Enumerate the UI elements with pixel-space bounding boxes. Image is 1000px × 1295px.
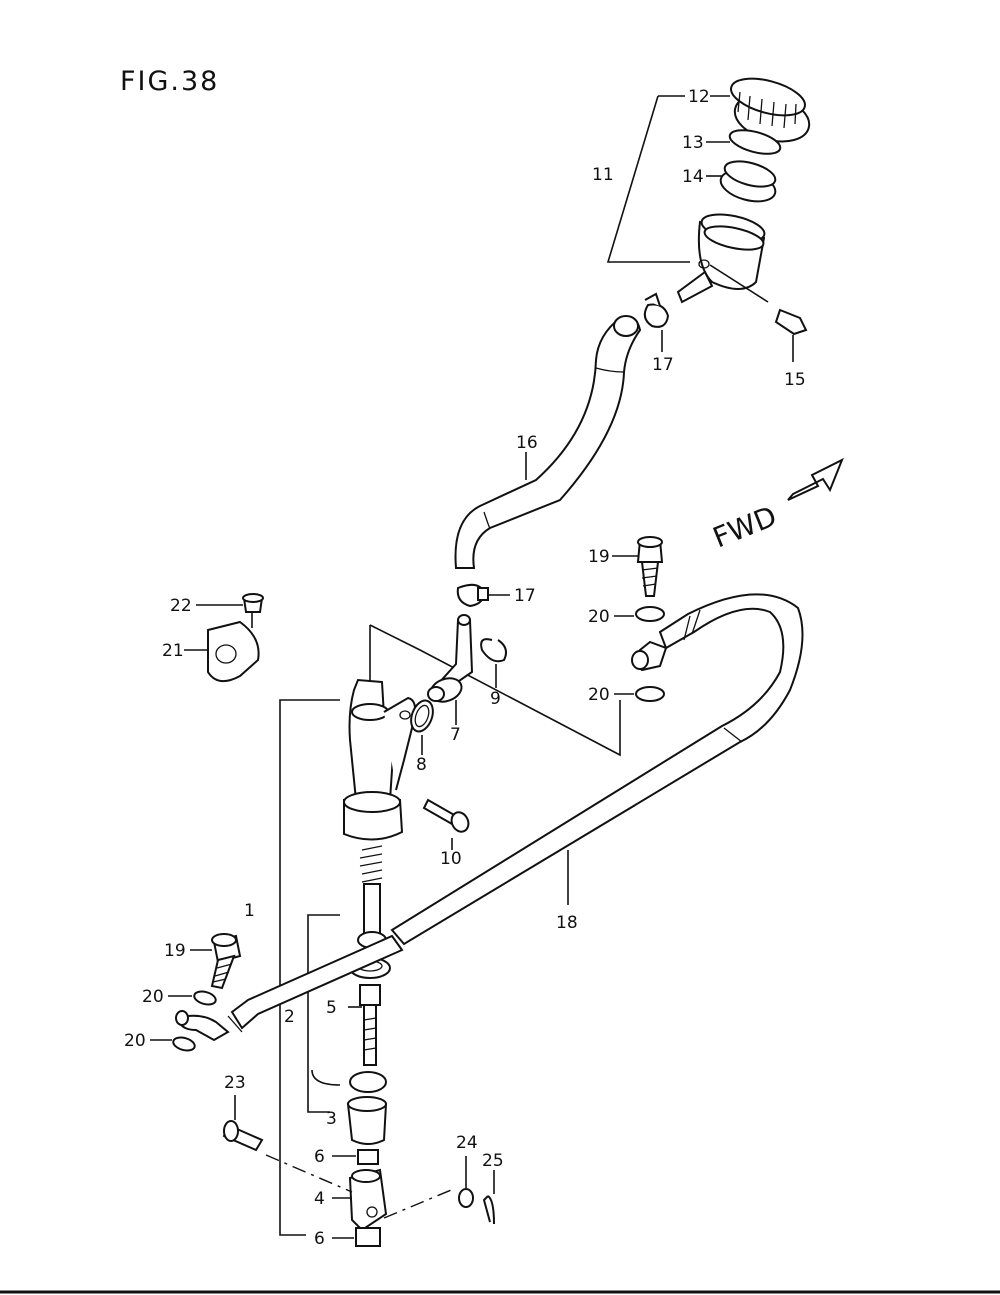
washer-and-cotter-pin bbox=[383, 1156, 495, 1225]
sealing-washer-upper bbox=[614, 606, 665, 702]
lock-nut-lower bbox=[332, 1227, 381, 1247]
hose-guide-bracket bbox=[184, 620, 260, 683]
o-ring bbox=[410, 699, 434, 755]
callout-20-d: 20 bbox=[124, 1031, 146, 1051]
push-rod bbox=[348, 984, 381, 1066]
reservoir-hose bbox=[454, 315, 642, 569]
dust-boot bbox=[346, 1096, 388, 1145]
brake-hose bbox=[390, 593, 804, 946]
piston-spring bbox=[357, 845, 387, 949]
figure-title: FIG.38 bbox=[120, 66, 219, 97]
callout-22: 22 bbox=[170, 596, 192, 616]
lower-circlip bbox=[349, 1071, 387, 1093]
clevis-pin bbox=[222, 1095, 353, 1193]
callout-3: 3 bbox=[326, 1109, 337, 1129]
diaphragm bbox=[719, 160, 777, 203]
mounting-bolt bbox=[422, 798, 470, 850]
guide-bolt bbox=[196, 593, 264, 628]
callout-15: 15 bbox=[784, 370, 806, 390]
bracket-3-curve bbox=[311, 1069, 341, 1086]
hose-clamp-lower bbox=[456, 583, 510, 608]
callout-14: 14 bbox=[682, 167, 704, 187]
callout-12: 12 bbox=[688, 87, 710, 107]
union-bolt-upper bbox=[612, 536, 664, 597]
callout-16: 16 bbox=[516, 433, 538, 453]
bracket-2-3 bbox=[307, 914, 340, 1113]
reservoir-cap bbox=[730, 77, 811, 143]
callout-13: 13 bbox=[682, 133, 704, 153]
callout-6-lower: 6 bbox=[314, 1229, 325, 1249]
forward-direction-indicator: FWD bbox=[708, 457, 844, 554]
union-bolt-lower bbox=[190, 933, 242, 990]
callout-8: 8 bbox=[416, 755, 427, 775]
bracket-11 bbox=[606, 95, 690, 263]
bracket-1 bbox=[279, 699, 340, 1236]
callout-17-upper: 17 bbox=[652, 355, 674, 375]
callout-19-upper: 19 bbox=[588, 547, 610, 567]
callout-11: 11 bbox=[592, 165, 614, 185]
callout-20-b: 20 bbox=[588, 685, 610, 705]
callout-7: 7 bbox=[450, 725, 461, 745]
callout-6-upper: 6 bbox=[314, 1147, 325, 1167]
sealing-washer-lower bbox=[150, 990, 217, 1052]
diaphragm-plate bbox=[728, 129, 782, 155]
master-cylinder bbox=[279, 624, 621, 1236]
fwd-arrow-icon bbox=[787, 457, 844, 501]
callout-19-lower: 19 bbox=[164, 941, 186, 961]
callout-20-a: 20 bbox=[588, 607, 610, 627]
reservoir-screw bbox=[709, 264, 808, 362]
callout-21: 21 bbox=[162, 641, 184, 661]
fwd-label: FWD bbox=[708, 499, 781, 554]
callout-20-c: 20 bbox=[142, 987, 164, 1007]
callout-4: 4 bbox=[314, 1189, 325, 1209]
callout-23: 23 bbox=[224, 1073, 246, 1093]
hose-clamp-upper bbox=[643, 292, 670, 352]
callout-25: 25 bbox=[482, 1151, 504, 1171]
hose-joint-fitting bbox=[427, 614, 474, 725]
callout-10: 10 bbox=[440, 849, 462, 869]
callout-1: 1 bbox=[244, 901, 255, 921]
callout-24: 24 bbox=[456, 1133, 478, 1153]
callout-18: 18 bbox=[556, 913, 578, 933]
callout-2: 2 bbox=[284, 1007, 295, 1027]
callout-labels: 1 2 3 4 5 6 6 7 8 9 10 11 12 13 14 15 16… bbox=[124, 87, 806, 1249]
reservoir-body bbox=[676, 213, 766, 304]
reservoir-assembly bbox=[606, 77, 811, 362]
clevis-joint bbox=[332, 1168, 388, 1232]
callout-9: 9 bbox=[490, 689, 501, 709]
callout-17-lower: 17 bbox=[514, 586, 536, 606]
lower-banjo-fitting bbox=[175, 934, 404, 1042]
circlip bbox=[480, 638, 507, 688]
lock-nut-upper bbox=[332, 1149, 379, 1165]
callout-5: 5 bbox=[326, 998, 337, 1018]
